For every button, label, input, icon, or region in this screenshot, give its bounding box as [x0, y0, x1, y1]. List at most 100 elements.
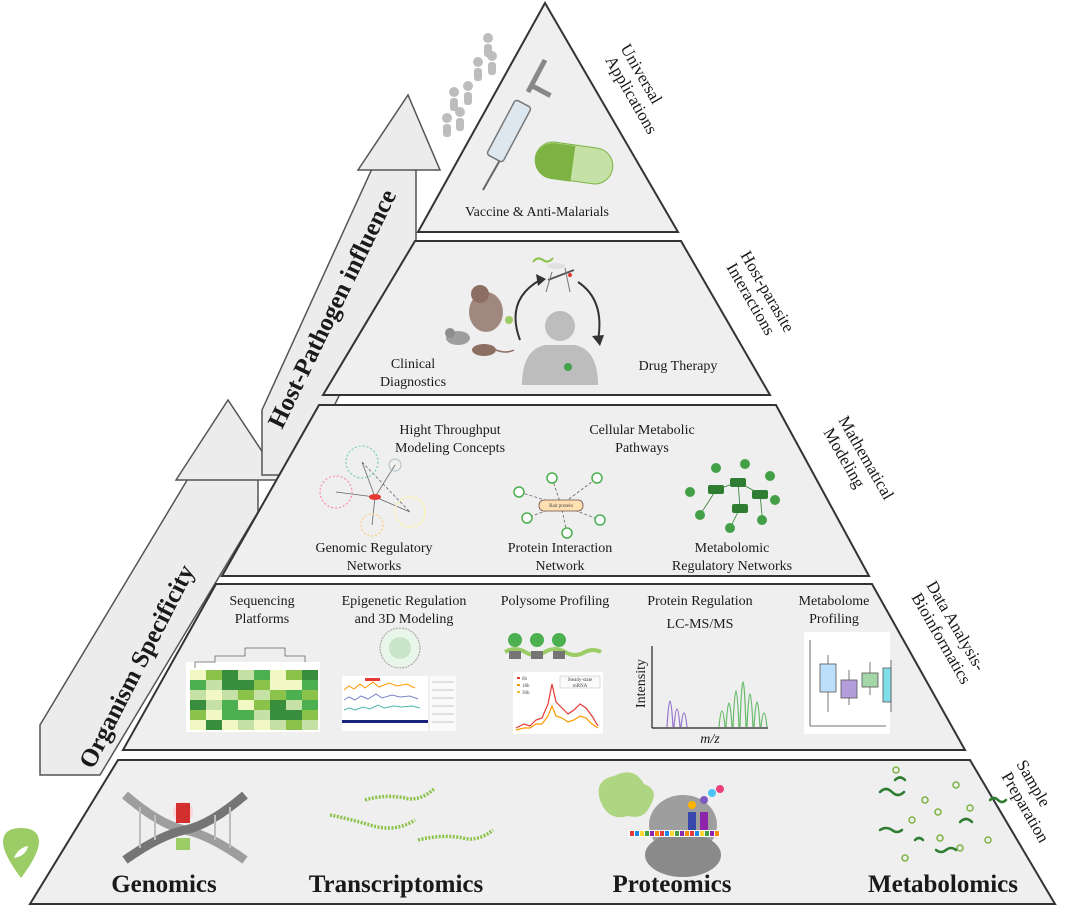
metabolome-line2: Profiling — [809, 612, 859, 627]
heatmap-cell — [190, 670, 206, 680]
tier-universal-applications: Universal Applications Vaccine & Anti-Ma… — [416, 0, 680, 233]
heatmap-cell — [286, 690, 302, 700]
spectrum-peak — [673, 708, 681, 728]
cellular-metabolic-line1: Cellular Metabolic — [589, 423, 694, 438]
genomics-label: Genomics — [111, 871, 217, 898]
sequencing-line2: Platforms — [235, 612, 289, 627]
mrna-bead — [665, 831, 669, 836]
heatmap-thumbnail — [186, 647, 320, 732]
heatmap-cell — [190, 690, 206, 700]
heatmap-cell — [190, 710, 206, 720]
spectrum-peak — [666, 700, 674, 728]
mrna-bead — [705, 831, 709, 836]
metabolomic-regulatory-line2: Regulatory Networks — [672, 559, 792, 574]
heatmap-cell — [254, 700, 270, 710]
heatmap-cell — [238, 690, 254, 700]
heatmap-cell — [206, 690, 222, 700]
heatmap-cell — [222, 720, 238, 730]
heatmap-cell — [222, 690, 238, 700]
tier-data-analysis: Data Analysis- Bioinformatics Sequencing… — [121, 578, 989, 751]
protein-interaction-line1: Protein Interaction — [508, 541, 613, 556]
people-icon-group — [442, 33, 497, 137]
heatmap-cell — [270, 710, 286, 720]
mrna-bead — [635, 831, 639, 836]
intensity-label: Intensity — [634, 659, 649, 708]
heatmap-cell — [206, 700, 222, 710]
mrna-bead — [640, 831, 644, 836]
tier-mathematical-modeling: Mathematical Modeling Hight Throughput M… — [220, 404, 898, 577]
heatmap-cell — [286, 680, 302, 690]
mrna-bead — [675, 831, 679, 836]
heatmap-cell — [190, 680, 206, 690]
mrna-bead — [660, 831, 664, 836]
metabolites-icon — [878, 766, 1008, 862]
steady-state-line1: Steady-state — [568, 678, 593, 683]
metabolomics-label: Metabolomics — [868, 871, 1018, 898]
heatmap-cell — [206, 720, 222, 730]
proteomics-label: Proteomics — [613, 871, 732, 898]
person-icon — [455, 107, 465, 131]
tier-sample-preparation: Sample Preparation — [28, 757, 1057, 905]
rna-strand-icon — [329, 786, 495, 842]
mrna-bead — [650, 831, 654, 836]
polysome-thumbnail: Steady-state mRNA 0h 18h 36h — [503, 633, 603, 734]
pill-capsule-icon — [534, 141, 614, 185]
human-silhouette-icon — [522, 311, 598, 385]
heatmap-cell — [286, 710, 302, 720]
spectrum-peak — [746, 693, 754, 728]
heatmap-cell — [238, 700, 254, 710]
boxplot-thumbnail — [804, 632, 892, 734]
heatmap-cell — [254, 720, 270, 730]
metabolome-line1: Metabolome — [799, 594, 870, 609]
legend-36h: 36h — [522, 691, 530, 696]
mosquito-icon — [545, 263, 575, 293]
genomic-network-icon — [319, 445, 426, 537]
syringe-icon — [482, 58, 552, 191]
heatmap-cell — [222, 700, 238, 710]
mrna-bead — [680, 831, 684, 836]
mrna-bead — [690, 831, 694, 836]
cellular-metabolic-line2: Pathways — [615, 441, 669, 456]
spectrum-peak — [739, 681, 747, 728]
heatmap-cell — [302, 720, 318, 730]
genomic-regulatory-line2: Networks — [347, 559, 401, 574]
heatmap-cell — [302, 710, 318, 720]
genomic-regulatory-line1: Genomic Regulatory — [315, 541, 432, 556]
epigenetic-line2: and 3D Modeling — [355, 612, 454, 627]
heatmap-cell — [270, 700, 286, 710]
mrna-bead — [645, 831, 649, 836]
monkey-icon — [469, 285, 513, 332]
heatmap-cell — [270, 680, 286, 690]
heatmap-cell — [238, 710, 254, 720]
heatmap-cell — [254, 670, 270, 680]
heatmap-cell — [302, 680, 318, 690]
clinical-diagnostics-line1: Clinical — [391, 357, 435, 372]
heatmap-cell — [238, 720, 254, 730]
spectrum-peak — [760, 712, 768, 728]
person-icon — [442, 113, 452, 137]
heatmap-cell — [222, 710, 238, 720]
legend-18h: 18h — [522, 684, 530, 689]
ribosome-protein-icon — [598, 772, 724, 877]
lcms-label: LC-MS/MS — [667, 617, 734, 632]
heatmap-cell — [286, 700, 302, 710]
heatmap-cell — [206, 710, 222, 720]
mrna-bead — [685, 831, 689, 836]
bird-icon — [445, 328, 470, 345]
parasite-icon — [532, 257, 554, 263]
metabolomic-network-icon — [685, 459, 780, 533]
mrna-bead — [630, 831, 634, 836]
high-throughput-line2: Modeling Concepts — [395, 441, 505, 456]
spectrum-peak — [753, 701, 761, 728]
clinical-diagnostics-line2: Diagnostics — [380, 375, 446, 390]
heatmap-cell — [254, 710, 270, 720]
lcms-spectrum-thumbnail: Intensity m/z — [634, 646, 768, 747]
transcriptomics-label: Transcriptomics — [309, 871, 484, 898]
protein-regulation-label: Protein Regulation — [647, 594, 752, 609]
mrna-bead — [670, 831, 674, 836]
metabolomic-regulatory-line1: Metabolomic — [695, 541, 770, 556]
genome-browser-thumbnail — [342, 627, 456, 731]
high-throughput-line1: Hight Throughput — [399, 423, 500, 438]
spectrum-peak — [732, 690, 740, 728]
